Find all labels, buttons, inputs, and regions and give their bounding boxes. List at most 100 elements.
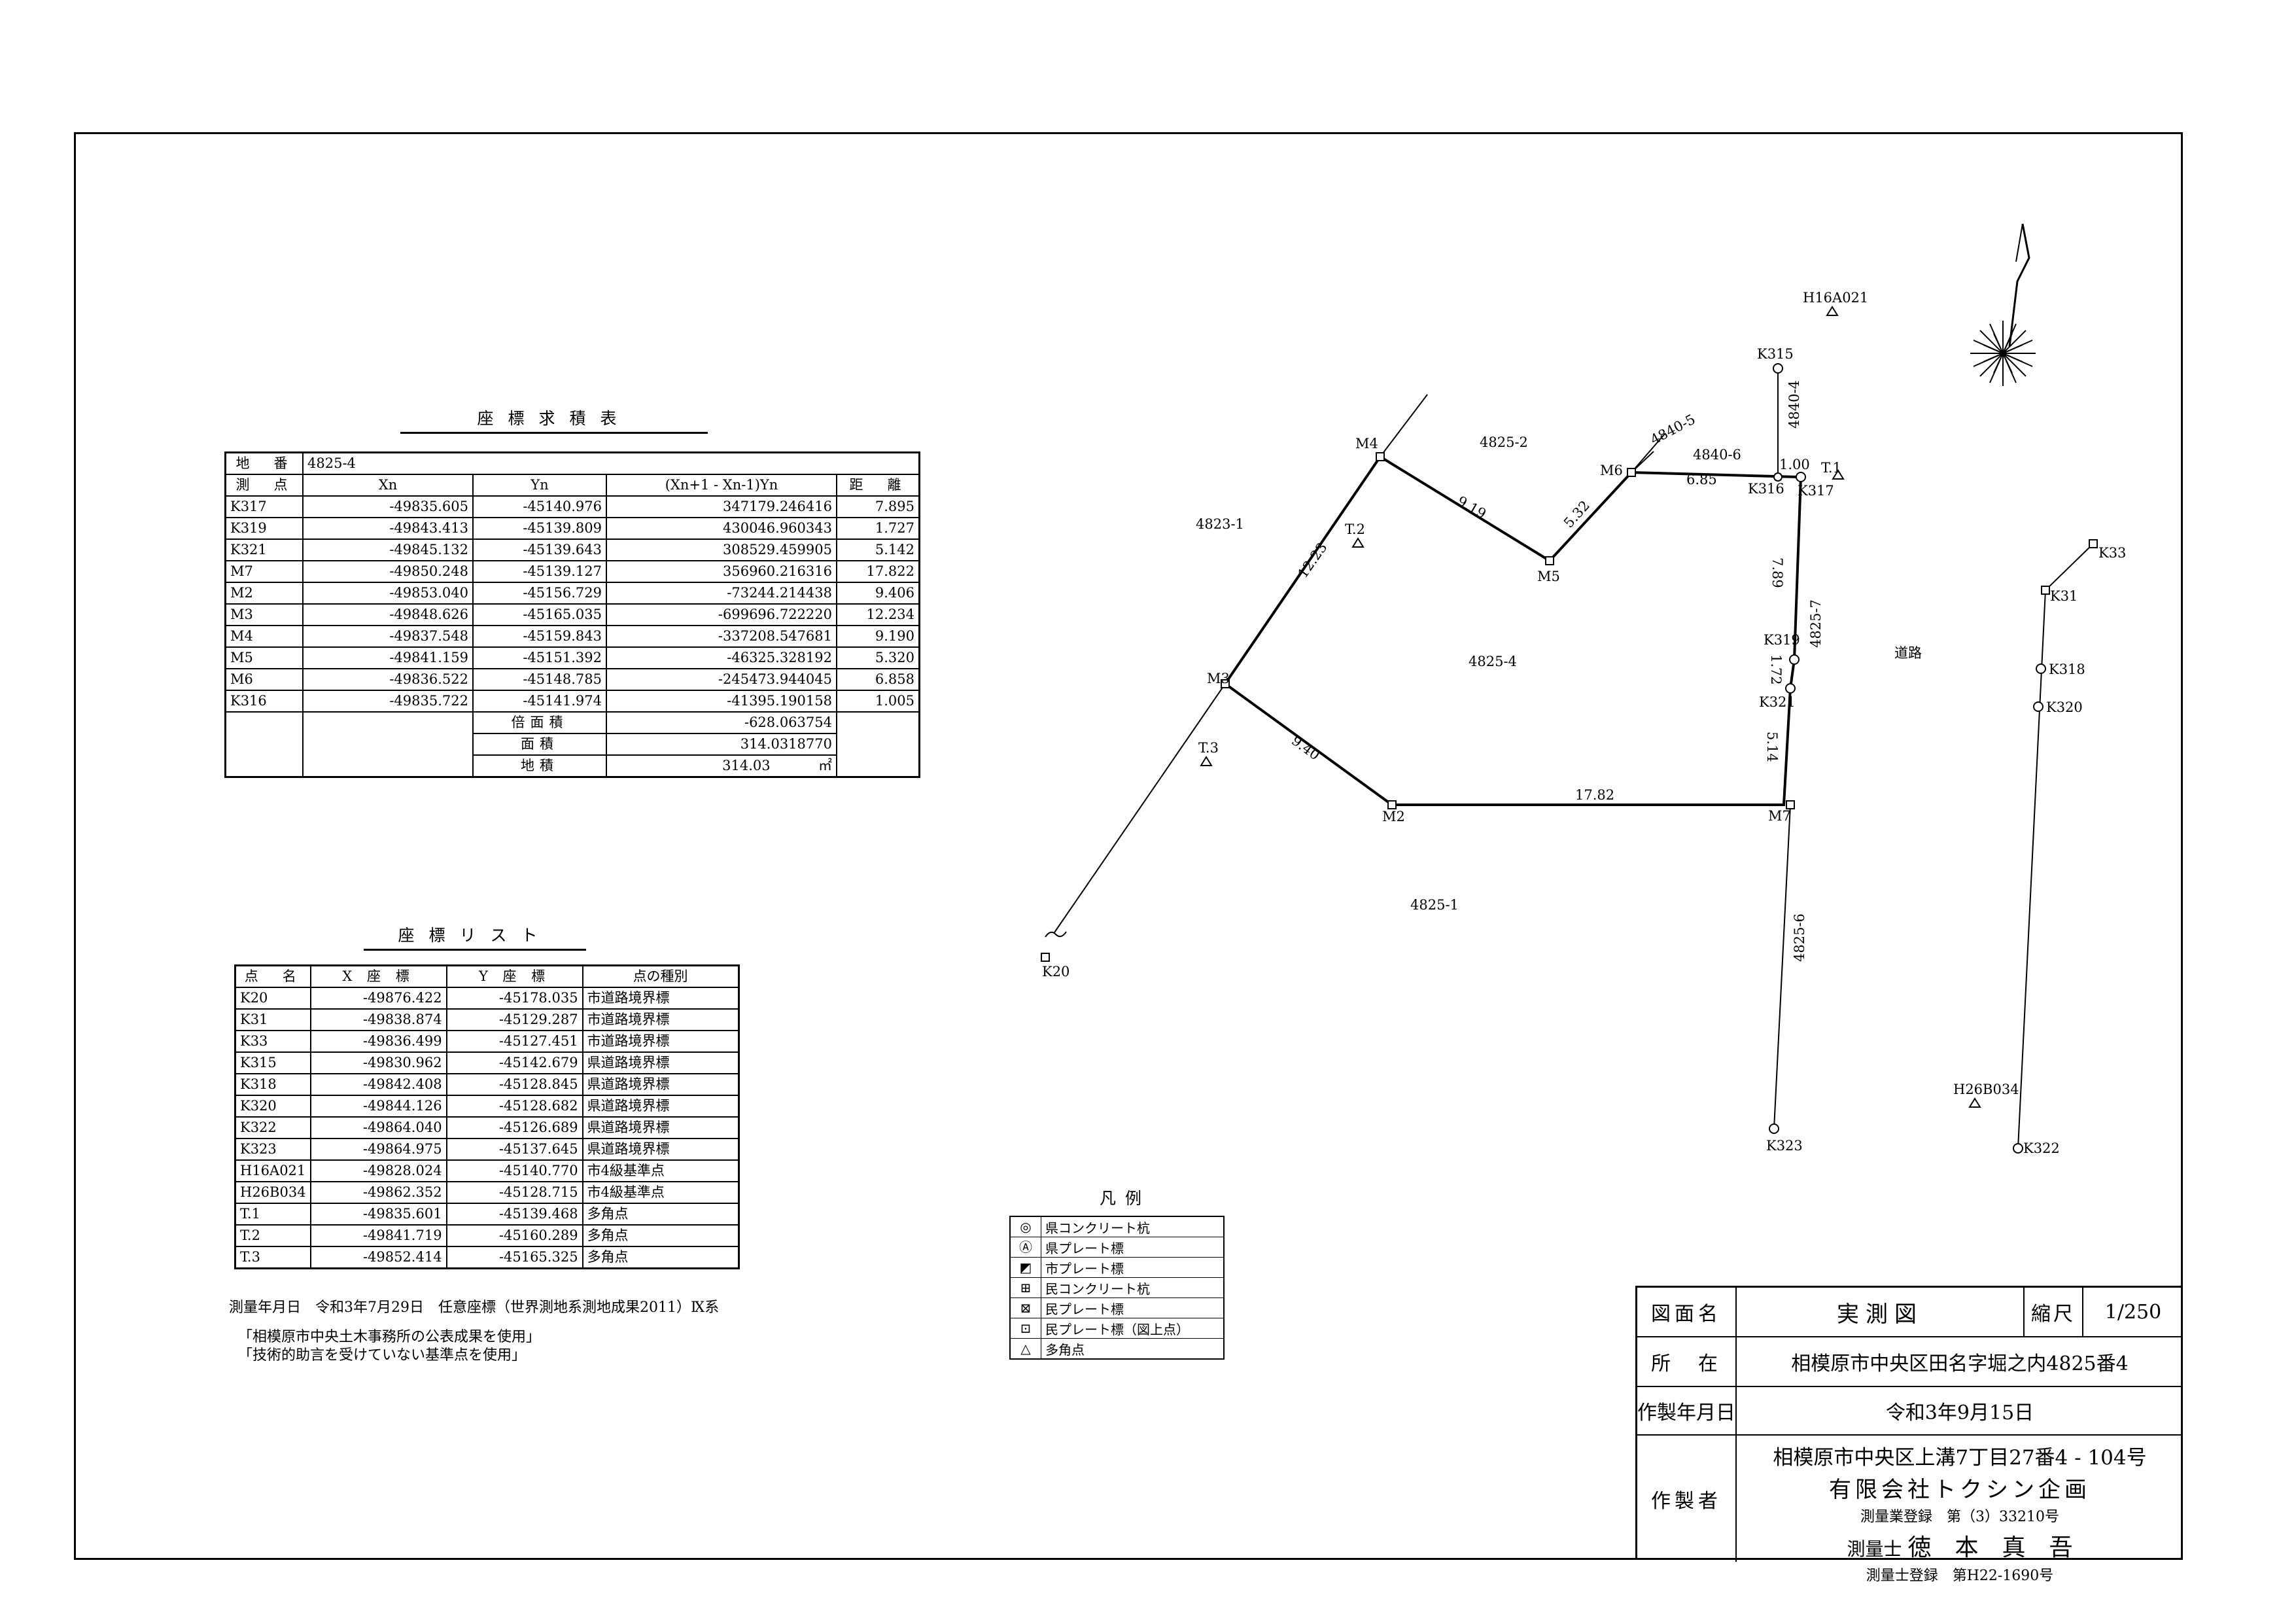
point-label: K320 bbox=[2046, 699, 2083, 715]
surveyor-line: 測量士 徳 本 真 吾 bbox=[1737, 1528, 2183, 1562]
point-label: M2 bbox=[1382, 809, 1405, 824]
area-label: 面積 bbox=[472, 733, 607, 756]
table-cell: K315 bbox=[234, 1051, 311, 1074]
point-label: K322 bbox=[2023, 1140, 2060, 1156]
column-header: Y 座 標 bbox=[445, 964, 583, 988]
column-header: 点 名 bbox=[234, 964, 311, 988]
table-cell: -41395.190158 bbox=[606, 690, 837, 713]
table-cell: -49828.024 bbox=[309, 1159, 447, 1182]
land-area-label: 地積 bbox=[472, 754, 607, 778]
legend-title: 凡例 bbox=[1099, 1189, 1151, 1208]
circle-a-icon: Ⓐ bbox=[1011, 1237, 1041, 1257]
double-circle-icon: ◎ bbox=[1011, 1217, 1041, 1237]
legend-label: 多角点 bbox=[1045, 1341, 1085, 1358]
column-header: 点の種別 bbox=[582, 964, 740, 988]
table-cell: 9.406 bbox=[836, 582, 920, 605]
table-cell: 市道路境界標 bbox=[582, 987, 740, 1010]
distance-label: 1.00 bbox=[1779, 457, 1810, 472]
marker-m4 bbox=[1376, 452, 1385, 461]
table-cell: 308529.459905 bbox=[606, 538, 837, 561]
date-row: 作製年月日 令和3年9月15日 bbox=[1637, 1387, 2183, 1436]
table-cell: K317 bbox=[224, 495, 304, 518]
land-area-cell: 314.03 ㎡ bbox=[606, 754, 837, 778]
legend-label: 民プレート標 bbox=[1045, 1301, 1124, 1317]
table-cell: -49864.040 bbox=[309, 1116, 447, 1139]
table-cell: -45137.645 bbox=[445, 1138, 583, 1161]
table-cell: -49836.522 bbox=[302, 668, 474, 691]
table-header-row: 点 名 X 座 標 Y 座 標 点の種別 bbox=[234, 964, 740, 988]
drawing-name-row: 図面名 実測図 縮尺 1/250 bbox=[1637, 1288, 2183, 1337]
table-cell: -49835.601 bbox=[309, 1203, 447, 1226]
table-cell: 17.822 bbox=[836, 560, 920, 583]
parcel-label: 4840-5 bbox=[1648, 412, 1698, 448]
column-header: 距 離 bbox=[836, 474, 920, 497]
table-cell: -45139.809 bbox=[472, 517, 607, 540]
legend-label: 民コンクリート杭 bbox=[1045, 1280, 1150, 1297]
table-cell: T.2 bbox=[234, 1224, 311, 1247]
parcel-value: 4825-4 bbox=[302, 451, 920, 475]
legend-item: ⊠民プレート標 bbox=[1011, 1298, 1223, 1318]
point-label: M7 bbox=[1768, 808, 1791, 824]
marker-h26b034 bbox=[1968, 1097, 1981, 1108]
point-label: K33 bbox=[2098, 545, 2126, 561]
table-cell: -45128.715 bbox=[445, 1181, 583, 1204]
survey-date-note: 測量年月日 令和3年7月29日 任意座標（世界測地系測地成果2011）Ⅸ系 bbox=[229, 1299, 720, 1316]
table-cell: -49837.548 bbox=[302, 625, 474, 648]
point-label: T.3 bbox=[1198, 740, 1219, 756]
marker-k316 bbox=[1773, 472, 1783, 482]
point-label: K31 bbox=[2050, 588, 2078, 604]
table-cell: 12.234 bbox=[836, 603, 920, 626]
column-header: 測 点 bbox=[224, 474, 304, 497]
table-cell: K323 bbox=[234, 1138, 311, 1161]
table-cell: -45165.035 bbox=[472, 603, 607, 626]
square-grid-icon: ⊞ bbox=[1011, 1278, 1041, 1297]
table-cell: -45126.689 bbox=[445, 1116, 583, 1139]
surveyor-title: 測量士 bbox=[1847, 1538, 1902, 1560]
table-cell: -49841.719 bbox=[309, 1224, 447, 1247]
marker-k321 bbox=[1785, 683, 1796, 694]
date-value: 令和3年9月15日 bbox=[1885, 1402, 2034, 1424]
table-cell: K316 bbox=[224, 690, 304, 713]
table-cell: -45151.392 bbox=[472, 646, 607, 669]
table-cell: 7.895 bbox=[836, 495, 920, 518]
parcel-label: 4825-1 bbox=[1410, 897, 1459, 913]
table-cell: 多角点 bbox=[582, 1203, 740, 1226]
point-label: K315 bbox=[1757, 346, 1794, 362]
legend-item: ⊡民プレート標（図上点） bbox=[1011, 1318, 1223, 1339]
table-cell: 5.142 bbox=[836, 538, 920, 561]
table-cell: -45159.843 bbox=[472, 625, 607, 648]
table-cell: -45156.729 bbox=[472, 582, 607, 605]
marker-k317 bbox=[1796, 472, 1806, 482]
legend-item: ◩市プレート標 bbox=[1011, 1258, 1223, 1278]
double-area-value: -628.063754 bbox=[606, 711, 837, 734]
land-area-unit: ㎡ bbox=[818, 758, 832, 773]
table-cell: 9.190 bbox=[836, 625, 920, 648]
table-cell: -45140.976 bbox=[472, 495, 607, 518]
table-cell: K20 bbox=[234, 987, 311, 1010]
table-cell: -245473.944045 bbox=[606, 668, 837, 691]
square-slash-icon: ◩ bbox=[1011, 1258, 1041, 1277]
distance-label: 17.82 bbox=[1575, 787, 1614, 803]
coord-list-title: 座標リスト bbox=[364, 923, 586, 951]
table-cell: 県道路境界標 bbox=[582, 1116, 740, 1139]
distance-label: 6.85 bbox=[1686, 472, 1717, 487]
column-header: (Xn+1 - Xn-1)Yn bbox=[606, 474, 837, 497]
table-cell: 多角点 bbox=[582, 1246, 740, 1269]
point-label: K317 bbox=[1798, 483, 1834, 499]
parcel-label: 4825-7 bbox=[1808, 599, 1824, 648]
parcel-label: 4823-1 bbox=[1196, 516, 1244, 532]
drawing-name-label: 図面名 bbox=[1637, 1288, 1737, 1336]
table-cell: 5.320 bbox=[836, 646, 920, 669]
boundary-extension-m6 bbox=[1631, 432, 1666, 473]
table-cell: -45139.468 bbox=[445, 1203, 583, 1226]
table-cell: 市4級基準点 bbox=[582, 1181, 740, 1204]
maker-row: 作製者 相模原市中央区上溝7丁目27番4 - 104号 有限会社トクシン企画 測… bbox=[1637, 1436, 2183, 1584]
